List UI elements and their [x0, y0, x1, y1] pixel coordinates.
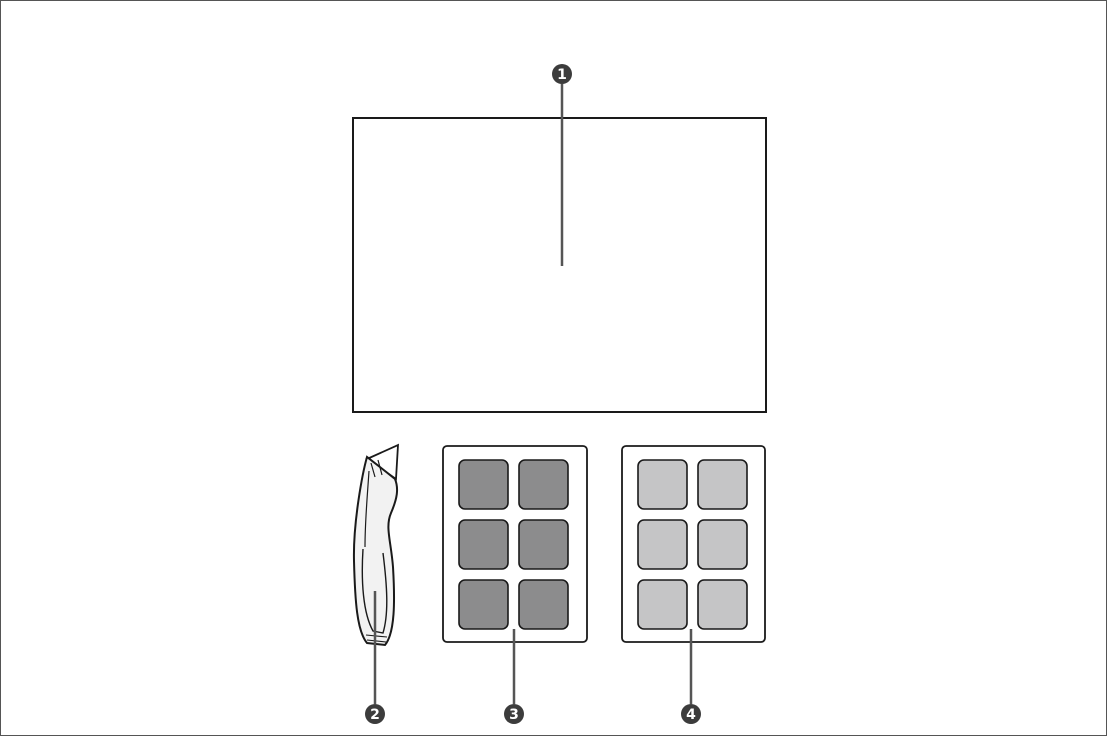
item-3-dark-pad-sheet: 3	[442, 445, 588, 724]
dark-pad	[458, 459, 509, 510]
utility-knife-icon	[352, 443, 399, 647]
light-pad	[637, 519, 688, 570]
dark-pad	[518, 579, 569, 630]
light-pad	[697, 579, 748, 630]
callout-1: 1	[552, 64, 572, 84]
item-2-utility-knife: 2	[352, 443, 399, 724]
callout-badge-1	[552, 64, 572, 84]
knife-slider	[370, 459, 383, 478]
callout-3: 3	[504, 704, 524, 724]
callout-badge-4	[681, 704, 701, 724]
callout-badge-2	[365, 704, 385, 724]
light-pad-grid	[637, 459, 748, 630]
item-4-light-pad-sheet: 4	[621, 445, 766, 724]
sheet-outline	[352, 117, 767, 413]
callout-label-2: 2	[370, 707, 380, 723]
knife-groove	[361, 548, 388, 634]
knife-edge-line	[364, 470, 370, 548]
callout-2: 2	[365, 704, 385, 724]
callout-4: 4	[681, 704, 701, 724]
light-pad	[697, 459, 748, 510]
light-pad	[637, 579, 688, 630]
light-pad	[637, 459, 688, 510]
dark-pad	[458, 519, 509, 570]
callout-label-1: 1	[557, 67, 567, 83]
callout-label-3: 3	[509, 707, 519, 723]
callout-badge-3	[504, 704, 524, 724]
callout-label-4: 4	[686, 707, 696, 723]
item-1-sheet: 1	[352, 64, 767, 413]
knife-end-ridges	[365, 634, 388, 643]
dark-pad-grid	[458, 459, 569, 630]
dark-pad	[518, 519, 569, 570]
light-pad	[697, 519, 748, 570]
dark-pad	[518, 459, 569, 510]
dark-pad	[458, 579, 509, 630]
